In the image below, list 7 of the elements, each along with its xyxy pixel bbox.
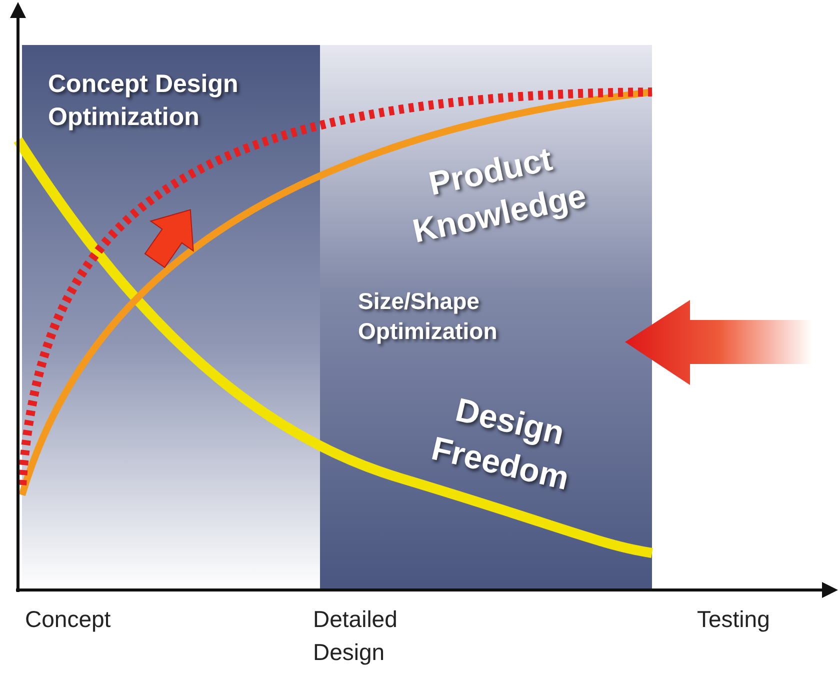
curve-label: Design Freedom bbox=[427, 390, 574, 499]
axis-label: Concept bbox=[25, 605, 112, 634]
phase-title: Concept Design Optimization bbox=[48, 69, 240, 132]
axis-label: Testing bbox=[697, 605, 771, 634]
curve-label: Product Knowledge bbox=[408, 138, 590, 252]
axis-label: Detailed Design bbox=[313, 605, 398, 668]
phase-title: Size/Shape Optimization bbox=[358, 287, 498, 346]
